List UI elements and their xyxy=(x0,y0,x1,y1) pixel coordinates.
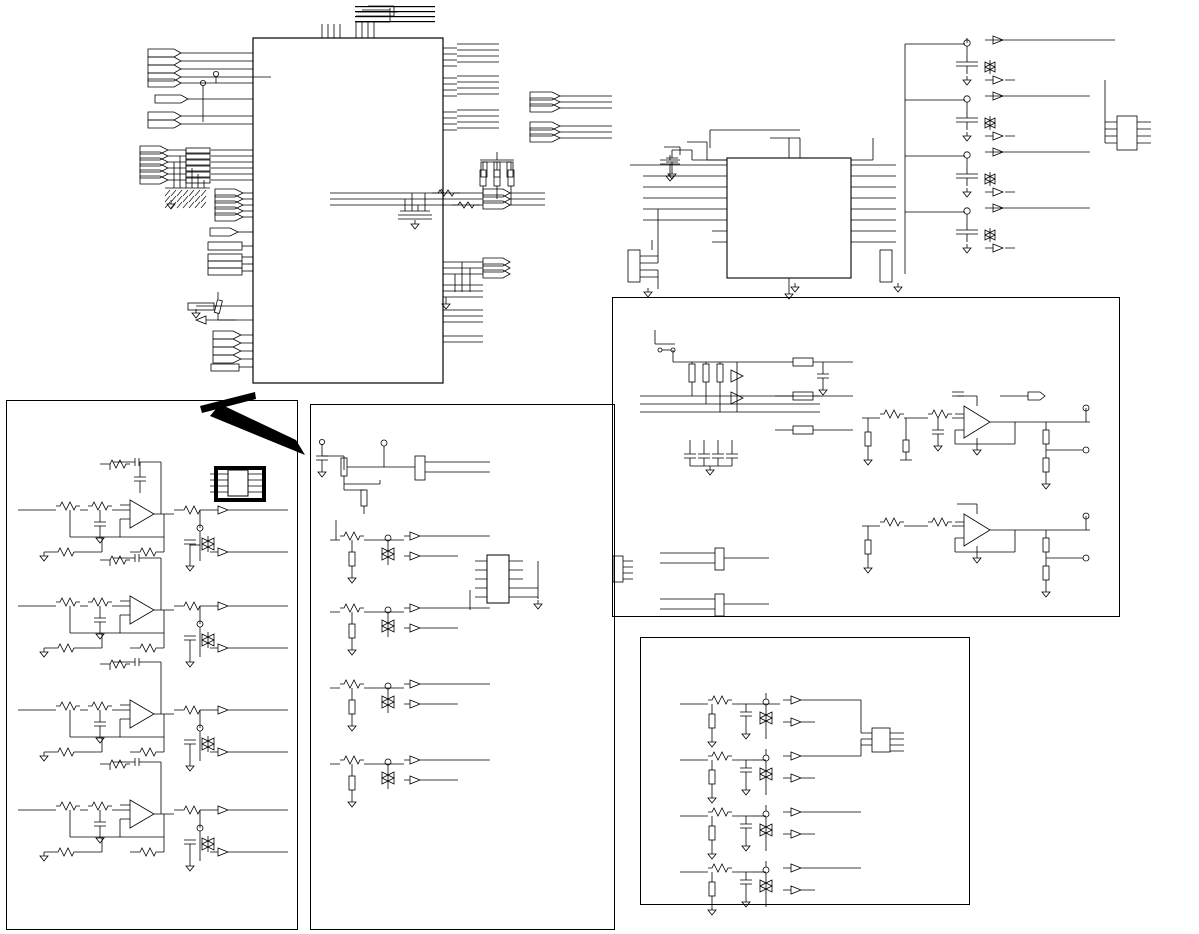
section-box-analog-outputs xyxy=(6,400,298,930)
section-box-digital-inputs xyxy=(640,637,970,905)
section-box-analog-inputs xyxy=(310,404,615,930)
section-box-position-sensors xyxy=(612,297,1120,617)
thick-callout-box xyxy=(214,466,266,502)
resolver-callout-arrow xyxy=(200,392,305,455)
